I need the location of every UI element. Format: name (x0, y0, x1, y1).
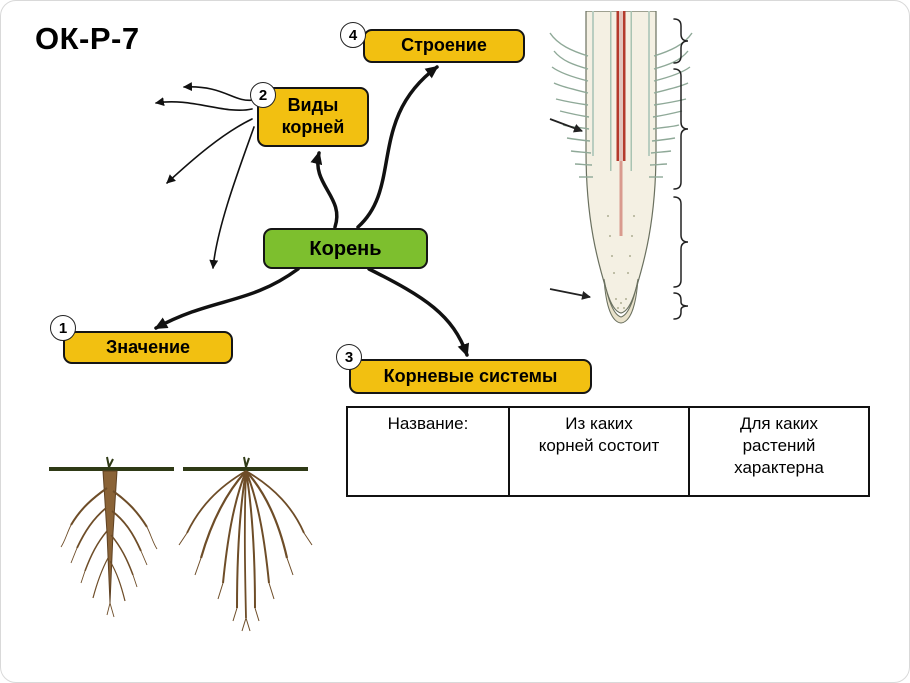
table-header-rasteniya: Для каких растений характерна (688, 408, 868, 495)
table-header-nazvanie: Название: (387, 414, 469, 433)
arrow-koren-to-stroenie-icon (356, 65, 439, 229)
page-title: ОК-Р-7 (35, 21, 140, 56)
fibrous-root-system-icon (178, 456, 313, 632)
node-stroenie: Строение (363, 29, 525, 63)
fan-arrow-icon (209, 126, 255, 269)
root-tip-illustration-icon (549, 11, 693, 324)
taproot-system-icon (49, 456, 174, 618)
pointer-arrows-icon (549, 118, 591, 300)
number-badge-4: 4 (340, 22, 366, 48)
fan-arrow-icon (166, 118, 253, 184)
node-kornevye-sistemy: Корневые системы (349, 359, 592, 394)
root-body (585, 11, 657, 314)
node-koren: Корень (263, 228, 428, 269)
fan-arrow-icon (183, 82, 255, 102)
elongation-zone-dots (607, 215, 635, 309)
node-znachenie: Значение (63, 331, 233, 364)
node-znachenie-label: Значение (105, 336, 191, 357)
root-hairs (549, 32, 693, 178)
number-badge-2: 2 (250, 82, 276, 108)
node-kornevye-label: Корневые системы (383, 365, 558, 386)
arrow-koren-to-znachenie-icon (154, 267, 300, 330)
root-systems-illustration-icon (49, 456, 313, 632)
node-stroenie-label: Строение (401, 35, 487, 56)
vidy-fan-arrows (155, 82, 255, 269)
arrow-koren-to-kornevye-icon (367, 267, 470, 357)
number-badge-1: 1 (50, 315, 76, 341)
node-vidy-label: Виды корней (281, 95, 345, 137)
root-cap (603, 278, 639, 324)
root-systems-table: Название: Из каких корней состоит Для ка… (346, 406, 870, 497)
table-header-sostav: Из каких корней состоит (508, 408, 688, 495)
fan-arrow-icon (155, 97, 253, 111)
node-koren-label: Корень (309, 237, 382, 260)
node-vidy-kornej: Виды корней (257, 87, 369, 147)
arrow-koren-to-vidy-icon (310, 151, 339, 229)
zone-braces-icon (673, 18, 689, 320)
number-badge-3: 3 (336, 344, 362, 370)
